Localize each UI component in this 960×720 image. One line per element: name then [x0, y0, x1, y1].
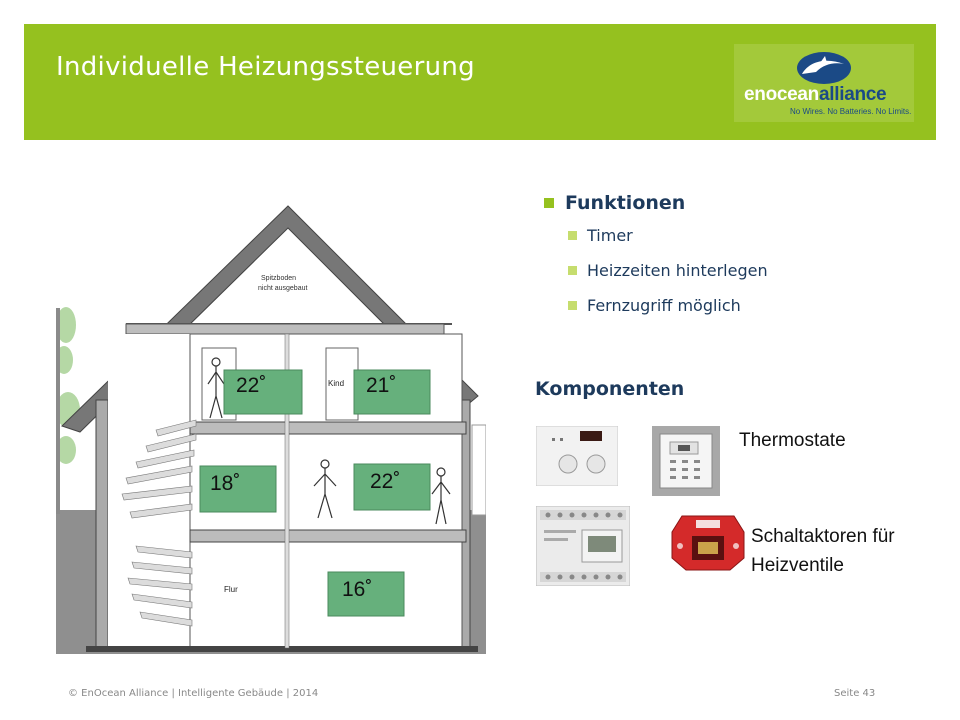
- room-temperature: 22˚: [370, 470, 400, 493]
- funktionen-heading: Funktionen: [544, 188, 944, 218]
- dolphin-logo-icon: [797, 52, 851, 84]
- funktionen-item: Fernzugriff möglich: [544, 288, 944, 323]
- bullet-square-icon: [544, 198, 554, 208]
- room-temperature: 18˚: [210, 472, 240, 495]
- room-temp-box: 22˚: [353, 463, 431, 511]
- funktionen-item-text: Fernzugriff möglich: [587, 296, 741, 315]
- funktionen-item-text: Timer: [587, 226, 633, 245]
- bullet-square-icon: [568, 301, 577, 310]
- floor-slab-2: [189, 529, 467, 543]
- bullet-square-icon: [568, 266, 577, 275]
- room-temperature: 21˚: [366, 374, 396, 397]
- funktionen-item: Timer: [544, 218, 944, 253]
- person-figure: [207, 357, 451, 525]
- attic-label-line1: Spitzboden: [261, 275, 296, 282]
- komponenten-heading: Komponenten: [535, 378, 685, 400]
- valve-actuator-device: [671, 515, 745, 571]
- room-temp-box: 16˚: [327, 571, 405, 617]
- attic-floor: [125, 323, 445, 335]
- floor-slab-1: [189, 421, 467, 435]
- thermostate-label: Thermostate: [739, 430, 846, 451]
- logo-wordmark: enoceanalliance: [744, 84, 887, 106]
- tree-left: [56, 307, 80, 464]
- footer-page-number: Seite 43: [834, 688, 876, 699]
- door-top-right: [325, 347, 359, 421]
- funktionen-heading-text: Funktionen: [565, 192, 686, 214]
- attic-label-line2: nicht ausgebaut: [258, 285, 307, 292]
- schaltaktoren-label-line2: Heizventile: [751, 555, 844, 576]
- schaltaktoren-label-line1: Schaltaktoren für: [751, 526, 895, 547]
- room-temperature: 16˚: [342, 578, 372, 601]
- room-temp-box: 21˚: [353, 369, 431, 415]
- bullet-square-icon: [568, 231, 577, 240]
- logo-name-part1: enocean: [744, 84, 819, 105]
- din-rail-actuator-device: [536, 506, 630, 586]
- logo-tagline: No Wires. No Batteries. No Limits.: [790, 107, 912, 116]
- logo-name-part2: alliance: [819, 84, 887, 105]
- room-temperature: 22˚: [236, 374, 266, 397]
- footer-copyright: © EnOcean Alliance | Intelligente Gebäud…: [68, 688, 319, 699]
- thermostat-framed-device: [652, 426, 720, 496]
- house-illustration: Spitzboden nicht ausgebaut Kind Flur: [56, 205, 486, 654]
- room-temp-box: 18˚: [199, 465, 277, 513]
- slide-title: Individuelle Heizungssteuerung: [56, 52, 475, 82]
- staircase: [121, 419, 197, 627]
- room-name-flur: Flur: [224, 585, 238, 594]
- left-wall: [95, 399, 109, 649]
- thermostat-dial-device: [536, 426, 618, 486]
- room-name-kind: Kind: [328, 379, 344, 388]
- funktionen-list: Funktionen Timer Heizzeiten hinterlegen …: [544, 188, 944, 323]
- room-temp-box: 22˚: [223, 369, 303, 415]
- enocean-alliance-logo: enoceanalliance No Wires. No Batteries. …: [734, 44, 914, 122]
- funktionen-item: Heizzeiten hinterlegen: [544, 253, 944, 288]
- funktionen-item-text: Heizzeiten hinterlegen: [587, 261, 768, 280]
